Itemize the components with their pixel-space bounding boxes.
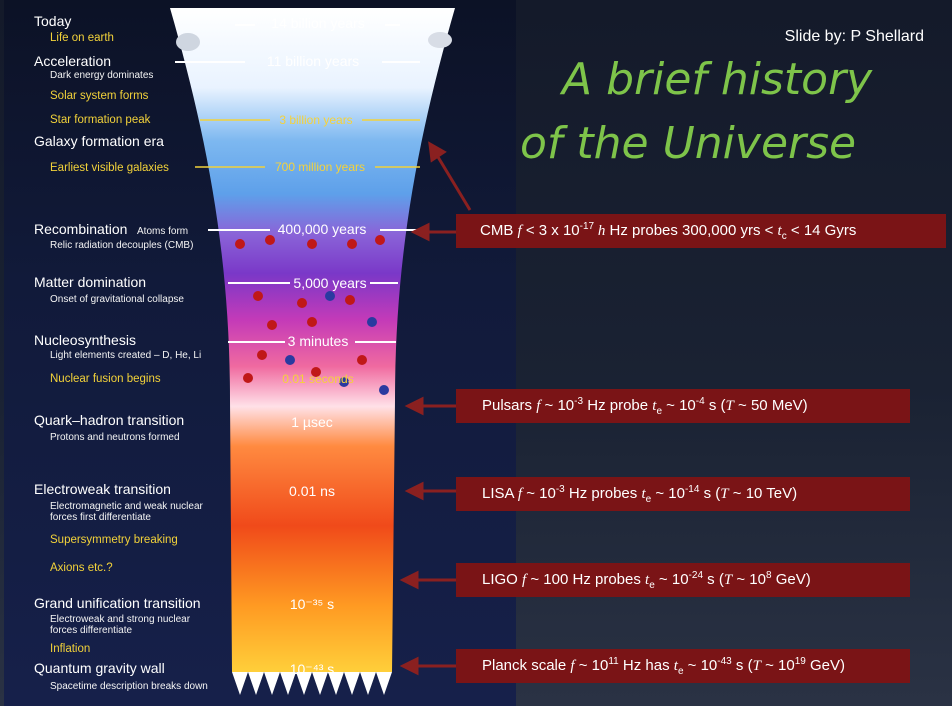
- time-0-01-ns: 0.01 ns: [289, 483, 335, 499]
- era-acceleration: Acceleration: [34, 53, 112, 69]
- era-recombination: Recombination: [34, 221, 128, 237]
- era-galaxy-formation: Galaxy formation era: [34, 133, 164, 149]
- era-quark-hadron: Quark–hadron transition: [34, 412, 185, 428]
- galaxy-icon: [176, 33, 200, 51]
- era-electroweak: Electroweak transition: [34, 481, 171, 497]
- title-line-2: of the Universe: [520, 118, 857, 169]
- era-ew-strong-2: forces differentiate: [50, 625, 133, 636]
- era-axions: Axions etc.?: [50, 562, 113, 574]
- era-inflation: Inflation: [50, 643, 91, 655]
- era-matter-domination: Matter domination: [34, 274, 147, 290]
- era-quantum-gravity: Quantum gravity wall: [34, 660, 165, 676]
- era-star-formation-peak: Star formation peak: [50, 114, 151, 126]
- era-today: Today: [34, 13, 72, 29]
- time-0-01-seconds: 0.01 seconds: [282, 372, 354, 386]
- funnel-teeth: [232, 672, 392, 695]
- time-1-usec: 1 µsec: [291, 414, 333, 430]
- era-em-weak-2: forces first differentiate: [50, 512, 151, 523]
- era-spacetime-breaks: Spacetime description breaks down: [50, 681, 208, 692]
- time-400000: 400,000 years: [277, 221, 367, 237]
- slide-credit: Slide by: P Shellard: [784, 28, 924, 45]
- atom-icons: [235, 235, 385, 383]
- era-protons-neutrons: Protons and neutrons formed: [50, 432, 180, 443]
- time-10-35: 10⁻³⁵ s: [289, 596, 335, 612]
- funnel-shape: [170, 8, 455, 672]
- callout-planck: Planck scale f ~ 1011 Hz has te ~ 10-43 …: [456, 649, 910, 683]
- callout-cmb: CMB f < 3 x 10-17 h Hz probes 300,000 yr…: [456, 214, 946, 248]
- time-700-million: 700 million years: [274, 160, 366, 174]
- time-3-billion: 3 billion years: [279, 113, 353, 127]
- era-nucleosynthesis: Nucleosynthesis: [34, 332, 136, 348]
- era-ew-strong-1: Electroweak and strong nuclear: [50, 614, 191, 625]
- era-grand-unification: Grand unification transition: [34, 595, 201, 611]
- time-3-minutes: 3 minutes: [287, 333, 349, 349]
- era-earliest-galaxies: Earliest visible galaxies: [50, 162, 169, 174]
- callout-ligo: LIGO f ~ 100 Hz probes te ~ 10-24 s (T ~…: [456, 563, 910, 597]
- time-14-billion: 14 billion years: [271, 15, 365, 31]
- era-life-on-earth: Life on earth: [50, 32, 114, 44]
- galaxy-icon: [428, 32, 452, 48]
- callout-pulsars: Pulsars f ~ 10-3 Hz probe te ~ 10-4 s (T…: [456, 389, 910, 423]
- era-relic-radiation: Relic radiation decouples (CMB): [50, 240, 194, 251]
- time-10-43: 10⁻⁴³ s: [289, 661, 335, 677]
- time-11-billion: 11 billion years: [266, 53, 360, 69]
- era-level-lines: [175, 24, 420, 343]
- era-solar-system: Solar system forms: [50, 90, 149, 102]
- era-atoms-form: Atoms form: [137, 226, 189, 237]
- era-gravitational-collapse: Onset of gravitational collapse: [50, 294, 184, 305]
- era-dark-energy: Dark energy dominates: [50, 70, 154, 81]
- time-5000: 5,000 years: [293, 275, 367, 291]
- era-supersymmetry: Supersymmetry breaking: [50, 534, 178, 546]
- era-level-lines-yellow: [195, 119, 420, 168]
- neutron-icons: [285, 291, 389, 395]
- callout-lisa: LISA f ~ 10-3 Hz probes te ~ 10-14 s (T …: [456, 477, 910, 511]
- era-em-weak-1: Electromagnetic and weak nuclear: [50, 501, 203, 512]
- title-line-1: A brief history: [562, 54, 873, 105]
- era-light-elements: Light elements created – D, He, Li: [50, 350, 202, 361]
- era-nuclear-fusion: Nuclear fusion begins: [50, 373, 161, 385]
